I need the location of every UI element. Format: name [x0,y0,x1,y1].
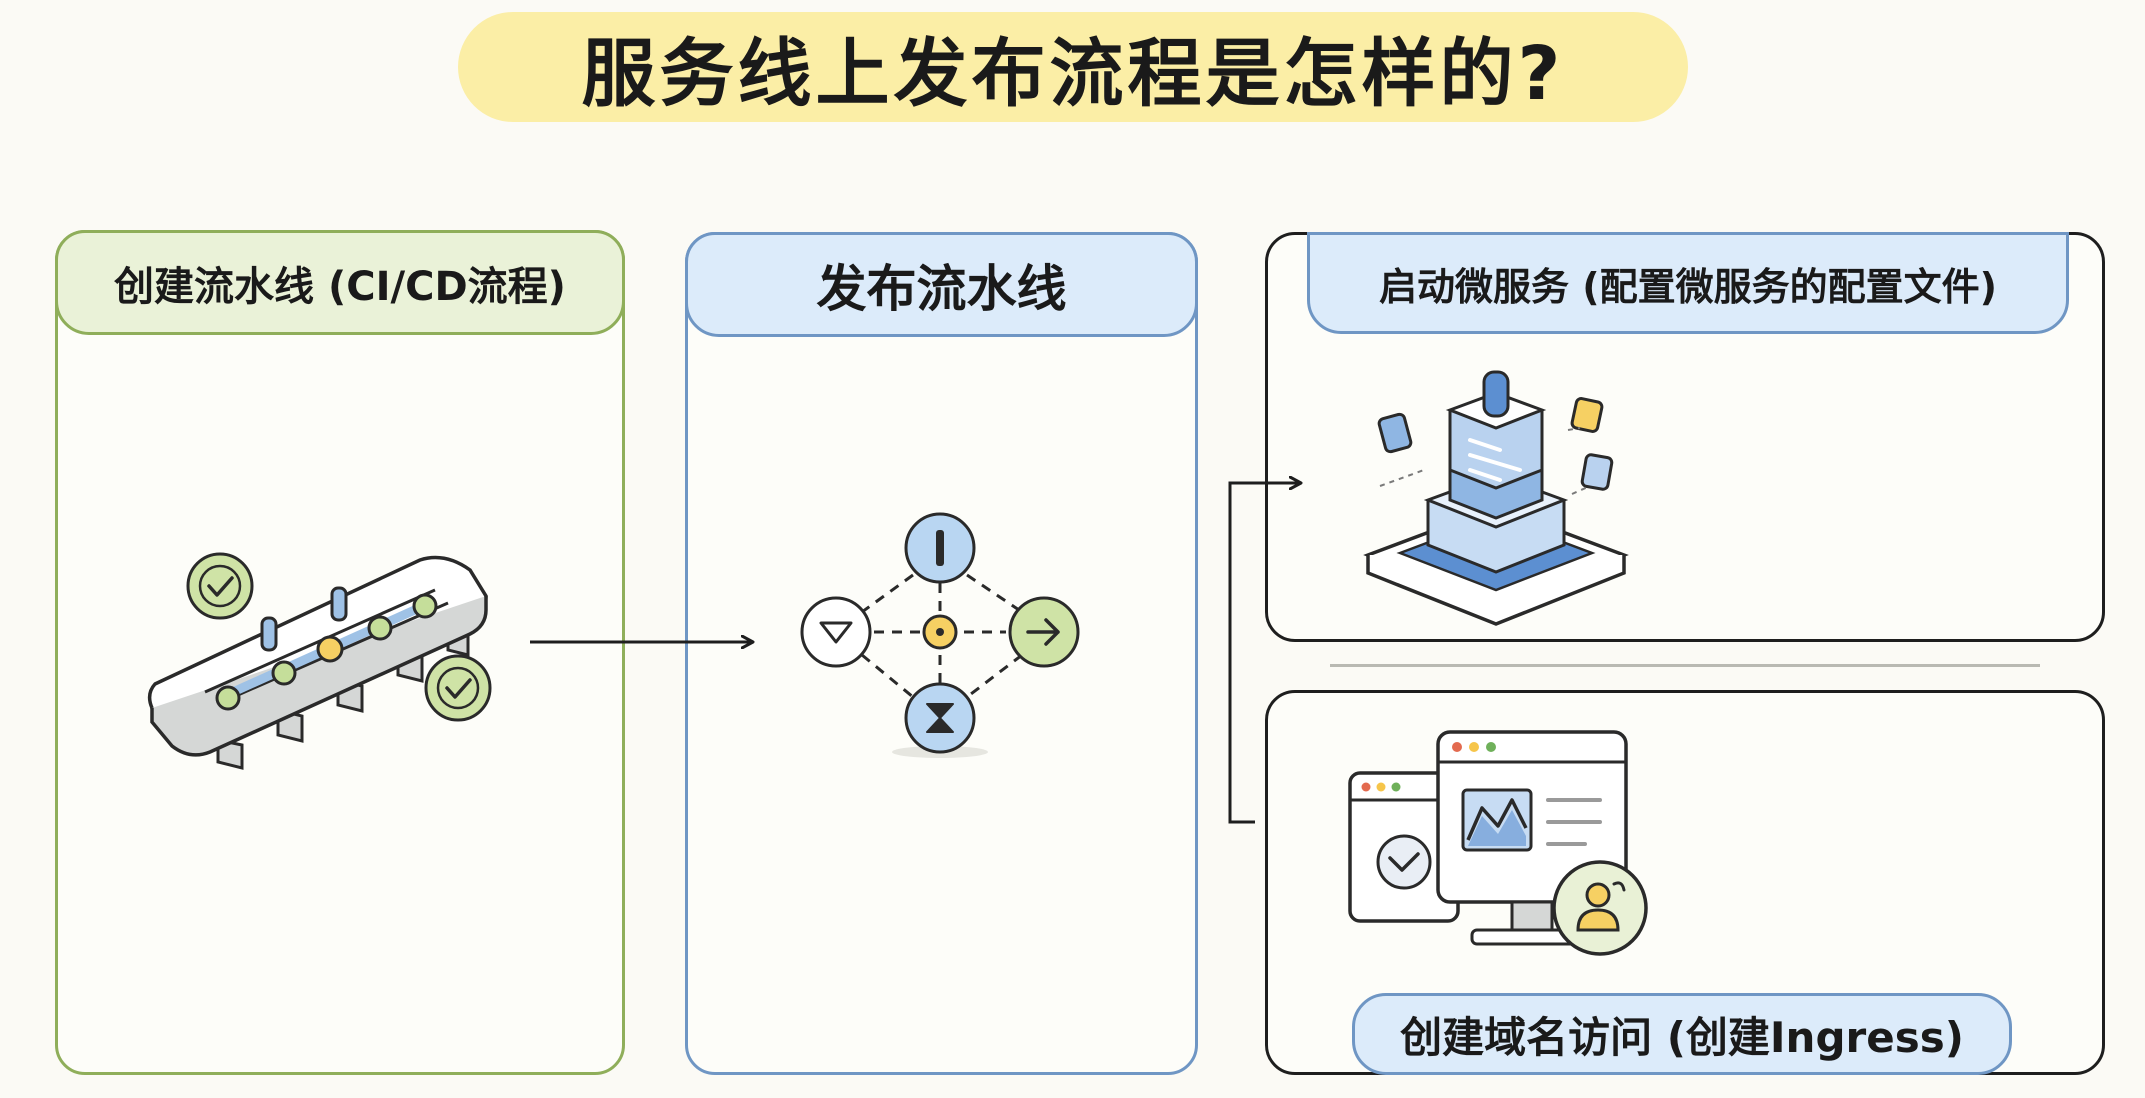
release-label: 发布流水线 [685,232,1198,337]
release-network-icon [800,512,1080,758]
release-panel [685,232,1198,1075]
page-title: 服务线上发布流程是怎样的? [581,30,1565,117]
ingress-label: 创建域名访问 (创建Ingress) [1352,993,2012,1075]
flow-bracket-connector [1228,483,1300,824]
check-badge-icon [424,654,492,722]
microservice-label: 启动微服务 (配置微服务的配置文件) [1307,232,2069,334]
pipeline-conveyor-icon [147,555,488,770]
panel-divider [1330,664,2040,667]
title-highlight: 服务线上发布流程是怎样的? [458,12,1688,122]
ci-cd-label: 创建流水线 (CI/CD流程) [55,230,625,335]
ingress-browser-icon [1348,730,1648,956]
ci-cd-panel [55,230,625,1075]
microservice-server-icon [1363,370,1629,626]
check-badge-icon [186,552,254,620]
